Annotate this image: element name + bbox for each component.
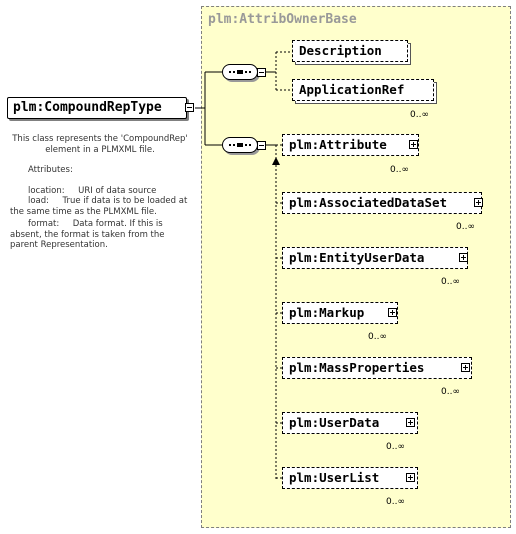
- collapse-icon[interactable]: [257, 68, 266, 77]
- cardinality-label: 0..∞: [386, 497, 405, 507]
- desc-location-val: URI of data source: [78, 185, 157, 196]
- element-label: plm:UserList: [289, 470, 380, 485]
- element-label: plm:Markup: [289, 305, 365, 320]
- element-label: plm:AssociatedDataSet: [289, 195, 448, 210]
- expand-icon[interactable]: [459, 253, 468, 262]
- element-label: plm:MassProperties: [289, 360, 425, 375]
- desc-summary: This class represents the 'CompoundRep' …: [12, 134, 188, 155]
- expand-icon[interactable]: [406, 473, 415, 482]
- expand-icon[interactable]: [461, 363, 470, 372]
- attribute-element[interactable]: plm:Attribute: [282, 134, 419, 156]
- sequence-compositor-2[interactable]: [222, 137, 258, 153]
- collapse-icon[interactable]: [257, 141, 266, 150]
- cardinality-label: 0..∞: [390, 165, 409, 175]
- expand-icon[interactable]: [474, 198, 483, 207]
- desc-location-key: location:: [28, 185, 65, 196]
- sequence-compositor-1[interactable]: [222, 64, 258, 80]
- associated-data-set-element[interactable]: plm:AssociatedDataSet: [282, 186, 488, 214]
- group-title: plm:AttribOwnerBase: [208, 12, 357, 27]
- cardinality-label: 0..∞: [441, 387, 460, 397]
- mass-properties-element[interactable]: plm:MassProperties: [282, 351, 478, 379]
- element-label: plm:EntityUserData: [289, 250, 425, 265]
- desc-format-key: format:: [28, 219, 60, 229]
- desc-load-key: load:: [28, 196, 50, 206]
- cardinality-label: 0..∞: [410, 110, 429, 120]
- type-description: This class represents the 'CompoundRep' …: [10, 134, 190, 251]
- user-data-element[interactable]: plm:UserData: [282, 406, 424, 434]
- description-element[interactable]: Description: [292, 40, 408, 62]
- markup-element[interactable]: plm:Markup: [282, 296, 404, 324]
- desc-load-val: True if data is to be loaded at the same…: [10, 196, 188, 217]
- element-label: plm:Attribute: [289, 137, 387, 152]
- cardinality-label: 0..∞: [441, 277, 460, 287]
- desc-attributes-heading: Attributes:: [28, 165, 73, 175]
- user-list-element[interactable]: plm:UserList: [282, 461, 424, 489]
- entity-user-data-element[interactable]: plm:EntityUserData: [282, 241, 474, 269]
- expand-icon[interactable]: [409, 140, 418, 149]
- application-ref-element[interactable]: ApplicationRef: [292, 79, 434, 101]
- cardinality-label: 0..∞: [456, 222, 475, 232]
- cardinality-label: 0..∞: [386, 442, 405, 452]
- desc-format-val: Data format. If this is absent, the form…: [10, 219, 165, 250]
- cardinality-label: 0..∞: [368, 332, 387, 342]
- compound-rep-type-node[interactable]: plm:CompoundRepType: [7, 97, 187, 119]
- expand-icon[interactable]: [406, 418, 415, 427]
- element-label: plm:UserData: [289, 415, 380, 430]
- collapse-icon[interactable]: [185, 103, 194, 112]
- expand-icon[interactable]: [388, 308, 397, 317]
